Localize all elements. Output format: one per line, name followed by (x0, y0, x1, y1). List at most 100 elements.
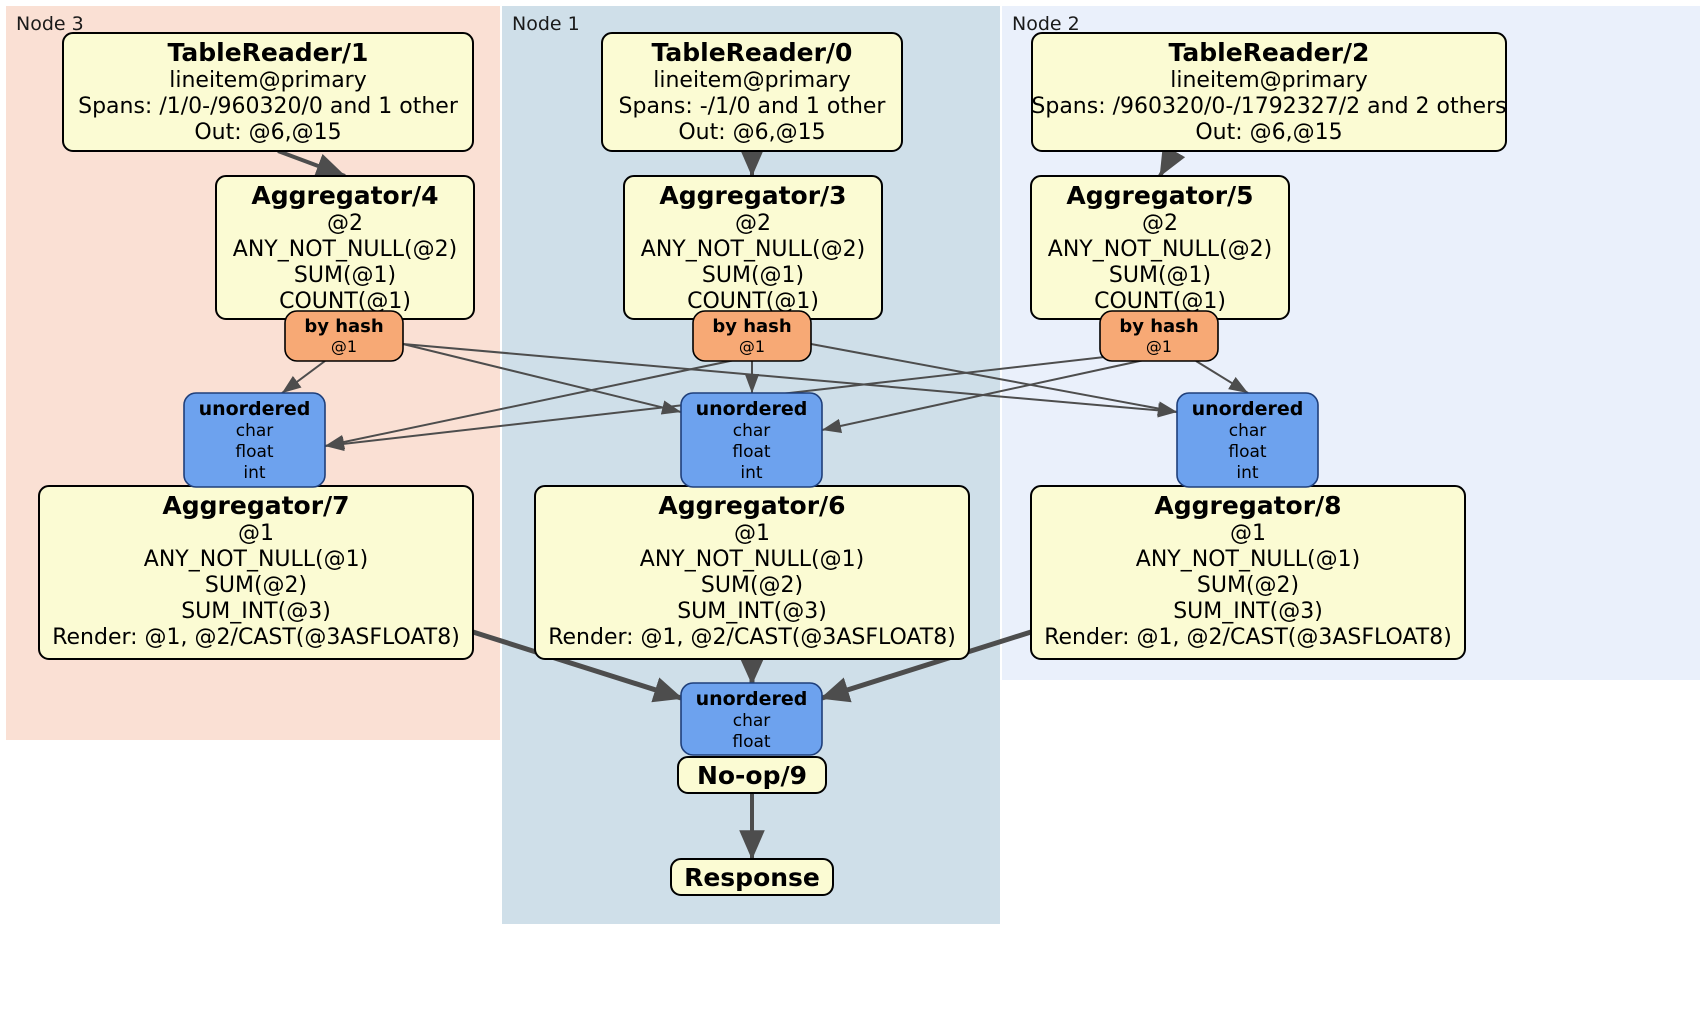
processor-detail-line: SUM(@1) (1109, 263, 1211, 288)
edge-tr1-to-agg4 (277, 149, 346, 178)
router-box[interactable] (1099, 310, 1219, 362)
receiver-detail-line: int (243, 463, 265, 483)
router-title: by hash (712, 316, 791, 337)
router-router-node3[interactable]: by hash@1 (284, 310, 404, 362)
processor-detail-line: @1 (1230, 521, 1266, 546)
receiver-box[interactable] (1176, 392, 1319, 488)
processor-response[interactable]: Response (670, 858, 834, 896)
receiver-title: unordered (696, 398, 808, 420)
processor-detail-line: Out: @6,@15 (678, 120, 825, 145)
processor-aggregator-6[interactable]: Aggregator/6@1ANY_NOT_NULL(@1)SUM(@2)SUM… (534, 485, 970, 660)
processor-title: Aggregator/4 (251, 181, 438, 210)
processor-box[interactable] (677, 756, 827, 794)
processor-box[interactable] (670, 858, 834, 896)
processor-detail-line: Spans: /1/0-/960320/0 and 1 other (78, 94, 459, 119)
edge-router3-to-recv2 (402, 343, 1178, 418)
receiver-detail-line: float (1228, 442, 1267, 462)
edge-router1-to-recv2 (810, 343, 1178, 416)
processor-detail-line: lineitem@primary (653, 68, 851, 93)
processor-detail-line: Spans: /960320/0-/1792327/2 and 2 others (1031, 94, 1506, 119)
processor-title: Response (684, 863, 820, 892)
processor-title: Aggregator/8 (1154, 491, 1341, 520)
processor-box[interactable] (601, 32, 903, 152)
receiver-title: unordered (1192, 398, 1304, 420)
receiver-detail-line: float (732, 442, 771, 462)
processor-aggregator-3[interactable]: Aggregator/3@2ANY_NOT_NULL(@2)SUM(@1)COU… (623, 175, 883, 320)
processor-detail-line: ANY_NOT_NULL(@1) (1136, 547, 1360, 572)
receiver-box[interactable] (680, 682, 823, 756)
processor-detail-line: ANY_NOT_NULL(@1) (640, 547, 864, 572)
processor-noop-9[interactable]: No-op/9 (677, 756, 827, 794)
receiver-box[interactable] (183, 392, 326, 488)
edge-tr2-to-agg5 (1158, 144, 1186, 177)
processor-detail-line: COUNT(@1) (279, 289, 411, 314)
receiver-detail-line: float (732, 732, 771, 752)
router-box[interactable] (692, 310, 812, 362)
processor-title: TableReader/1 (168, 38, 369, 67)
processor-detail-line: SUM(@2) (1197, 573, 1299, 598)
processor-title: Aggregator/6 (658, 491, 845, 520)
receiver-detail-line: char (1229, 421, 1267, 441)
receiver-detail-line: char (236, 421, 274, 441)
receiver-detail-line: char (733, 711, 771, 731)
processor-detail-line: lineitem@primary (1170, 68, 1368, 93)
router-router-node1[interactable]: by hash@1 (692, 310, 812, 362)
processor-aggregator-4[interactable]: Aggregator/4@2ANY_NOT_NULL(@2)SUM(@1)COU… (215, 175, 475, 320)
receiver-detail-line: int (740, 463, 762, 483)
processor-detail-line: ANY_NOT_NULL(@2) (233, 237, 457, 262)
edge-router2-to-recv2 (1195, 360, 1249, 394)
processor-title: TableReader/0 (652, 38, 853, 67)
processor-detail-line: ANY_NOT_NULL(@1) (144, 547, 368, 572)
node-panel-label: Node 3 (16, 13, 84, 35)
processor-detail-line: SUM(@2) (701, 573, 803, 598)
node-panel-label: Node 1 (512, 13, 580, 35)
processor-detail-line: Render: @1, @2/CAST(@3ASFLOAT8) (52, 625, 460, 650)
edge-agg7-to-final (472, 629, 683, 703)
processor-detail-line: SUM_INT(@3) (1173, 599, 1323, 624)
processor-title: Aggregator/7 (162, 491, 349, 520)
processor-title: No-op/9 (697, 761, 807, 790)
node-panel-label: Node 2 (1012, 13, 1080, 35)
router-router-node2[interactable]: by hash@1 (1099, 310, 1219, 362)
processor-detail-line: Render: @1, @2/CAST(@3ASFLOAT8) (1044, 625, 1452, 650)
processor-box[interactable] (62, 32, 474, 152)
processor-aggregator-5[interactable]: Aggregator/5@2ANY_NOT_NULL(@2)SUM(@1)COU… (1030, 175, 1290, 320)
processor-detail-line: COUNT(@1) (687, 289, 819, 314)
processor-detail-line: Render: @1, @2/CAST(@3ASFLOAT8) (548, 625, 956, 650)
processor-detail-line: SUM_INT(@3) (181, 599, 331, 624)
router-title: by hash (304, 316, 383, 337)
processor-detail-line: ANY_NOT_NULL(@2) (641, 237, 865, 262)
receiver-detail-line: float (235, 442, 274, 462)
edge-router3-to-recv3 (281, 360, 326, 394)
router-box[interactable] (284, 310, 404, 362)
processor-detail-line: SUM(@1) (294, 263, 396, 288)
processor-detail-line: Out: @6,@15 (194, 120, 341, 145)
processor-aggregator-7[interactable]: Aggregator/7@1ANY_NOT_NULL(@1)SUM(@2)SUM… (38, 485, 474, 660)
processor-detail-line: @1 (734, 521, 770, 546)
receiver-detail-line: int (1236, 463, 1258, 483)
processor-box[interactable] (1031, 32, 1507, 152)
processor-detail-line: @2 (735, 211, 771, 236)
processor-detail-line: lineitem@primary (169, 68, 367, 93)
receiver-title: unordered (199, 398, 311, 420)
processor-detail-line: @2 (327, 211, 363, 236)
receiver-title: unordered (696, 688, 808, 710)
edge-agg8-to-final (820, 629, 1032, 703)
processor-aggregator-8[interactable]: Aggregator/8@1ANY_NOT_NULL(@1)SUM(@2)SUM… (1030, 485, 1466, 660)
router-detail-line: @1 (1146, 337, 1172, 356)
processor-detail-line: ANY_NOT_NULL(@2) (1048, 237, 1272, 262)
router-detail-line: @1 (739, 337, 765, 356)
processor-title: TableReader/2 (1169, 38, 1370, 67)
processor-detail-line: SUM_INT(@3) (677, 599, 827, 624)
receiver-box[interactable] (680, 392, 823, 488)
router-detail-line: @1 (331, 337, 357, 356)
